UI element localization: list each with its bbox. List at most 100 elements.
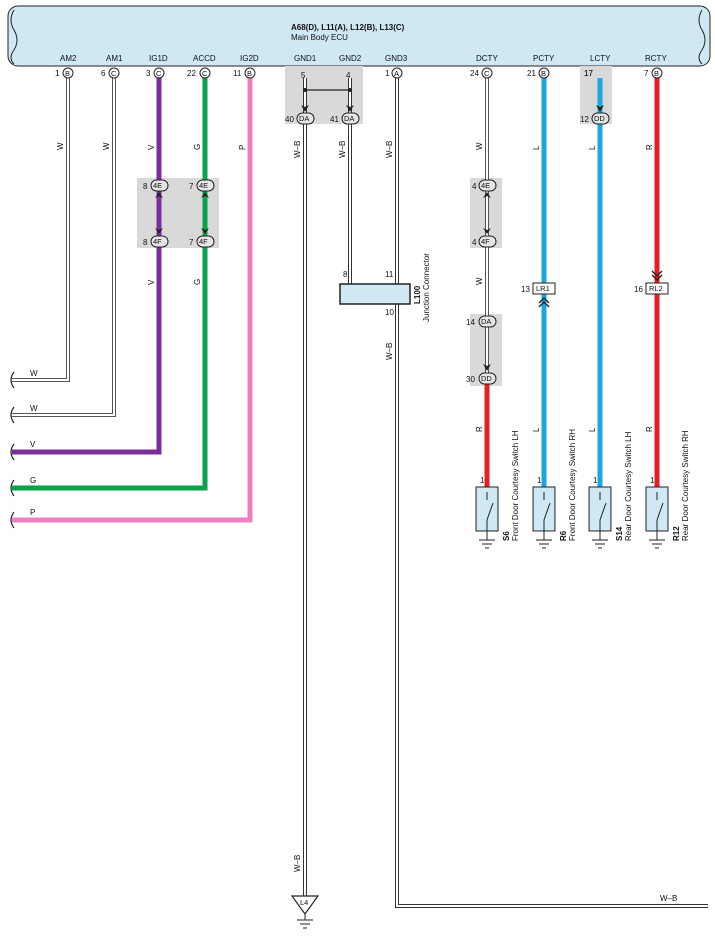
junction-pin-bot: 10 xyxy=(385,308,394,317)
chevron-rcty-2 xyxy=(651,274,663,281)
splice-dot-gnd1 xyxy=(303,88,307,92)
badge-dcty-4f-pin: 4 xyxy=(472,238,477,247)
switch-r6-id: R6 xyxy=(559,530,568,541)
terminal-name-rcty: RCTY xyxy=(645,54,667,63)
badge-ig1d-4f-label: 4F xyxy=(153,237,162,246)
wire-am1-core xyxy=(12,78,115,416)
switch-s6-blade xyxy=(486,502,494,521)
inline-connectors: DA 40 DA 41 DD 12 17 4E 8 4F 8 4E 7 4F 7… xyxy=(143,69,669,385)
wire-ig2d xyxy=(12,78,253,523)
conn-circle-dcty xyxy=(481,67,493,79)
label-gnd3-bot: W–B xyxy=(660,894,677,903)
switch-r12-label: Rear Door Courtesy Switch RH xyxy=(681,430,690,541)
wire-am2-core xyxy=(12,78,69,381)
badge-dcty-dd-pin: 30 xyxy=(466,375,475,384)
terminal-connector-letters: B C C C B A C B B xyxy=(65,69,659,78)
terminal-pin-lcty: 17 xyxy=(584,69,593,78)
conn-circle-ig2d xyxy=(244,67,256,79)
terminal-pin-gnd3: 1 xyxy=(385,69,390,78)
switch-r12: 1 R12 Rear Door Courtesy Switch RH xyxy=(645,430,690,549)
terminal-name-lcty: LCTY xyxy=(590,54,611,63)
badge-accd-4e xyxy=(196,179,215,192)
badge-dcty-4e-pin: 4 xyxy=(472,182,477,191)
conn-letter-pcty: B xyxy=(541,69,546,78)
switch-r12-id: R12 xyxy=(672,526,681,541)
terminal-name-gnd1: GND1 xyxy=(294,54,317,63)
badge-lcty-dd-pin: 12 xyxy=(580,115,589,124)
chevron-pcty-1 xyxy=(538,297,550,304)
label-dcty-top: W xyxy=(475,142,484,150)
chevron-rcty-1 xyxy=(651,270,663,277)
main-body-ecu: A68(D), L11(A), L12(B), L13(C) Main Body… xyxy=(7,5,711,67)
terminal-name-am1: AM1 xyxy=(106,54,123,63)
terminal-pin-dcty: 24 xyxy=(470,69,479,78)
switch-s6-id: S6 xyxy=(502,531,511,541)
courtesy-switches: 1 S6 Front Door Courtesy Switch LH 1 R6 … xyxy=(475,429,690,549)
terminal-pin-am1: 6 xyxy=(101,69,106,78)
wire-ig1d xyxy=(12,78,162,455)
badge-dcty-dd xyxy=(478,372,497,385)
terminal-name-dcty: DCTY xyxy=(476,54,498,63)
conn-circle-am2 xyxy=(62,67,74,79)
label-pcty-bot: L xyxy=(532,427,541,432)
label-lcty-top: L xyxy=(588,145,597,150)
badge-dcty-4e xyxy=(478,179,497,192)
arrow-gnd1-da xyxy=(301,105,309,112)
ecu-title: A68(D), L11(A), L12(B), L13(C) xyxy=(291,23,405,32)
switch-s14-blade xyxy=(599,502,607,521)
label-pcty-top: L xyxy=(532,145,541,150)
badge-accd-4f-label: 4F xyxy=(199,237,208,246)
badge-dcty-da-pin: 14 xyxy=(466,318,475,327)
badge-accd-4e-label: 4E xyxy=(199,181,208,190)
break-g xyxy=(10,479,15,497)
badge-accd-4f xyxy=(196,235,215,248)
label-gnd1-bot: W–B xyxy=(293,855,302,872)
conn-circle-accd xyxy=(199,67,211,79)
terminal-pin-accd: 22 xyxy=(187,69,196,78)
label-left-g: G xyxy=(30,476,36,485)
switch-s14-id: S14 xyxy=(615,526,624,541)
connector-shading xyxy=(137,66,612,386)
ground-l4: L4 xyxy=(290,895,320,929)
ground-triangle xyxy=(290,895,320,916)
terminal-name-accd: ACCD xyxy=(193,54,216,63)
badge-gnd2-da xyxy=(341,112,360,125)
chevron-pcty-2 xyxy=(538,301,550,308)
badge-gnd1-da-label: DA xyxy=(299,114,309,123)
switch-r6-pin: 1 xyxy=(537,476,542,485)
terminal-pin-gnd2: 4 xyxy=(346,71,351,80)
switch-r6: 1 R6 Front Door Courtesy Switch RH xyxy=(532,429,577,549)
label-gnd2: W–B xyxy=(338,141,347,158)
terminal-row: AM2 AM1 IG1D ACCD IG2D GND1 GND2 GND3 DC… xyxy=(55,54,667,92)
conn-letter-rcty: B xyxy=(654,69,659,78)
label-left-w2: W xyxy=(30,404,38,413)
wire-accd xyxy=(12,78,208,491)
wire-labels: W W V V G G P W–B W–B W–B W–B W–B W–B W … xyxy=(30,141,677,903)
arrow-dcty-dd xyxy=(483,364,491,371)
label-ig1d-top: V xyxy=(147,144,156,150)
badge-ig1d-4e-pin: 8 xyxy=(143,182,148,191)
label-ig1d-bot: V xyxy=(147,279,156,285)
badge-ig1d-4e xyxy=(150,179,169,192)
ground-id: L4 xyxy=(300,898,308,907)
conn-circle-pcty xyxy=(538,67,550,79)
switch-s14: 1 S14 Rear Door Courtesy Switch LH xyxy=(588,431,633,549)
terminal-name-gnd2: GND2 xyxy=(339,54,362,63)
label-am1: W xyxy=(102,142,111,150)
arrow-ig1d-down xyxy=(155,228,163,234)
terminal-connectors xyxy=(62,67,663,79)
conn-circle-am1 xyxy=(108,67,120,79)
badge-gnd1-da-pin: 40 xyxy=(285,115,294,124)
terminal-name-pcty: PCTY xyxy=(533,54,555,63)
terminal-pin-am2: 1 xyxy=(55,69,60,78)
label-accd-bot: G xyxy=(193,279,202,285)
conn-letter-ig2d: B xyxy=(247,69,252,78)
badge-lcty-dd-label: DD xyxy=(594,114,605,123)
wire-am2 xyxy=(12,78,70,382)
badge-pcty-lr1-pin: 13 xyxy=(521,285,530,294)
badge-rcty-rl2 xyxy=(645,282,669,295)
conn-letter-am2: B xyxy=(65,69,70,78)
break-v xyxy=(10,443,15,461)
badge-accd-4e-pin: 7 xyxy=(189,182,194,191)
terminal-pin-pcty: 21 xyxy=(527,69,536,78)
